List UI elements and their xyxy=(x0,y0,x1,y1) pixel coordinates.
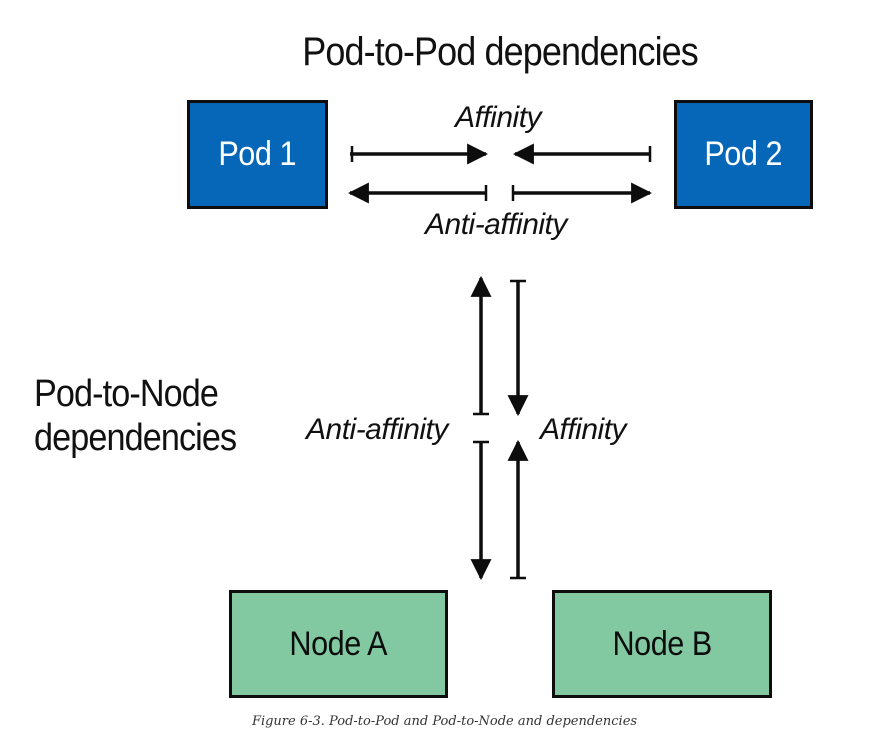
pod-2-label: Pod 2 xyxy=(704,135,783,173)
pod-to-pod-title: Pod-to-Pod dependencies xyxy=(302,30,699,74)
node-affinity-label: Affinity xyxy=(540,413,627,446)
node-anti-affinity-arrow-down xyxy=(470,440,492,581)
node-a-label: Node A xyxy=(289,624,388,663)
figure-caption: Figure 6-3. Pod-to-Pod and Pod-to-Node a… xyxy=(251,714,638,729)
pod-2-box: Pod 2 xyxy=(674,100,813,209)
pod-anti-affinity-label: Anti-affinity xyxy=(425,208,567,241)
pod-affinity-label: Affinity xyxy=(455,101,542,134)
node-anti-affinity-arrow-up xyxy=(470,275,492,416)
node-b-box: Node B xyxy=(552,590,772,698)
pod-to-node-title-line1: Pod-to-Node xyxy=(34,373,219,415)
pod-1-label: Pod 1 xyxy=(218,135,297,173)
pod-anti-affinity-arrow-right xyxy=(511,182,653,204)
pod-to-node-title: Pod-to-Node dependencies xyxy=(34,372,237,460)
node-anti-affinity-label: Anti-affinity xyxy=(306,413,448,446)
node-a-box: Node A xyxy=(229,590,448,698)
node-affinity-arrow-down xyxy=(507,279,529,417)
pod-to-node-title-line2: dependencies xyxy=(34,417,237,459)
pod-anti-affinity-arrow-left xyxy=(347,182,488,204)
pod-affinity-arrow-left xyxy=(512,143,652,165)
node-b-label: Node B xyxy=(612,624,712,663)
pod-affinity-arrow-right xyxy=(350,143,489,165)
pod-1-box: Pod 1 xyxy=(187,100,328,209)
node-affinity-arrow-up xyxy=(507,439,529,580)
